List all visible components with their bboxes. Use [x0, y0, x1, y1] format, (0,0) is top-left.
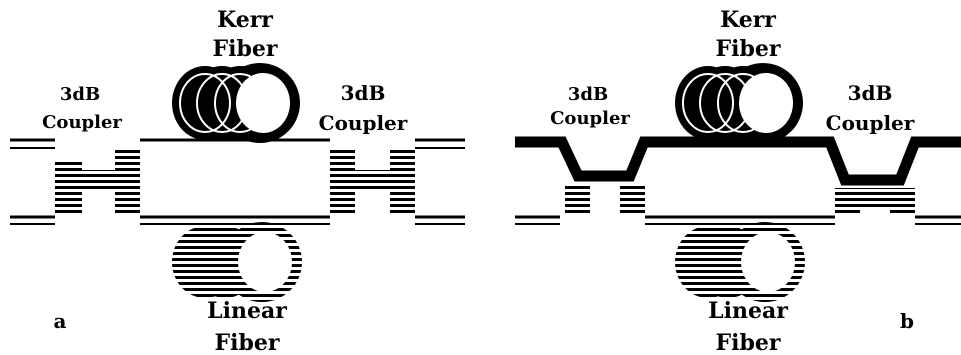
coupler-right-b: [835, 188, 915, 216]
linear-fiber-coil: [172, 222, 302, 302]
kerr-fiber-coil: [172, 63, 300, 143]
linear-fiber-coil-b: [675, 222, 805, 302]
lower-waveguide-b: [515, 215, 961, 225]
linear-label-line2-b: Fiber: [716, 330, 781, 355]
linear-label-line1: Linear: [207, 298, 287, 324]
coupler-right-label-line2-b: Coupler: [826, 111, 915, 135]
coupler-right: [330, 150, 415, 216]
kerr-label-line2-b: Fiber: [716, 36, 781, 62]
coupler-left-label-line2: Coupler: [42, 112, 122, 133]
coupler-right-label-line1: 3dB: [341, 81, 386, 105]
coupler-left-label-line1: 3dB: [60, 84, 100, 105]
panel-label-a: a: [54, 309, 67, 333]
coupler-left: [55, 150, 140, 216]
panel-a: Kerr Fiber 3dB Coupler 3dB Coupler Linea…: [10, 7, 465, 355]
panel-label-b: b: [900, 309, 914, 333]
coupler-right-label-line2: Coupler: [319, 111, 408, 135]
coupler-right-label-line1-b: 3dB: [848, 81, 893, 105]
panel-b: Kerr Fiber 3dB Coupler 3dB Coupler Linea…: [515, 7, 961, 355]
kerr-fiber-coil-b: [675, 63, 803, 143]
thick-light-path: [515, 136, 961, 186]
linear-label-line1-b: Linear: [708, 298, 788, 324]
coupler-left-label-line2-b: Coupler: [550, 108, 630, 129]
kerr-label-line1-b: Kerr: [720, 7, 776, 33]
lower-waveguide: [10, 215, 465, 225]
coupler-left-label-line1-b: 3dB: [568, 84, 608, 105]
coupler-left-b: [565, 185, 645, 216]
linear-label-line2: Fiber: [215, 330, 280, 355]
kerr-label-line2: Fiber: [213, 36, 278, 62]
upper-waveguide: [10, 138, 465, 149]
kerr-label-line1: Kerr: [217, 7, 273, 33]
